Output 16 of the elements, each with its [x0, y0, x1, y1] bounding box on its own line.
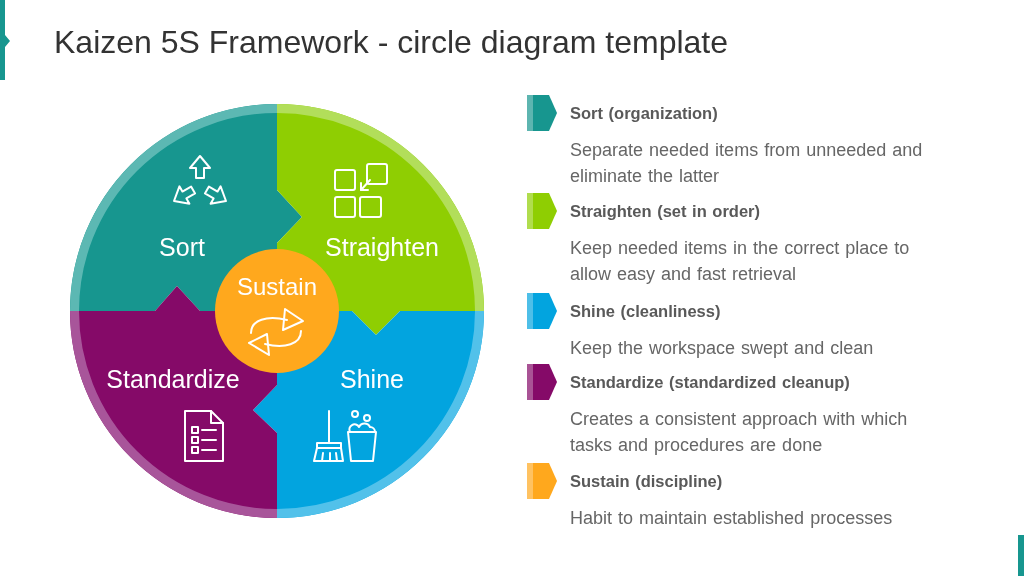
description-text: Keep the workspace swept and clean: [570, 337, 875, 360]
slide-title: Kaizen 5S Framework - circle diagram template: [54, 23, 728, 62]
legend-heading: Straighten (set in order): [570, 201, 761, 222]
quadrant-label: Sort: [159, 232, 205, 262]
legend-heading: Standardize (standardized cleanup): [570, 372, 850, 393]
quadrant-label: Shine: [340, 364, 404, 394]
description-text: Habit to maintain established processes: [570, 507, 894, 530]
legend-heading: Sustain (discipline): [570, 471, 723, 492]
description-text: Separate needed items from unneeded and eliminate the latter: [570, 139, 924, 188]
legend-heading: Shine (cleanliness): [570, 301, 721, 322]
description-text: Creates a consistent approach with which tasks and procedures are done: [570, 408, 909, 457]
legend-heading: Sort (organization): [570, 103, 718, 124]
quadrant-label: Standardize: [106, 364, 240, 394]
quadrant-label: Straighten: [325, 232, 439, 262]
description-text: Keep needed items in the correct place to allow easy and fast retrieval: [570, 237, 911, 286]
circle-label: Sustain: [236, 272, 318, 302]
